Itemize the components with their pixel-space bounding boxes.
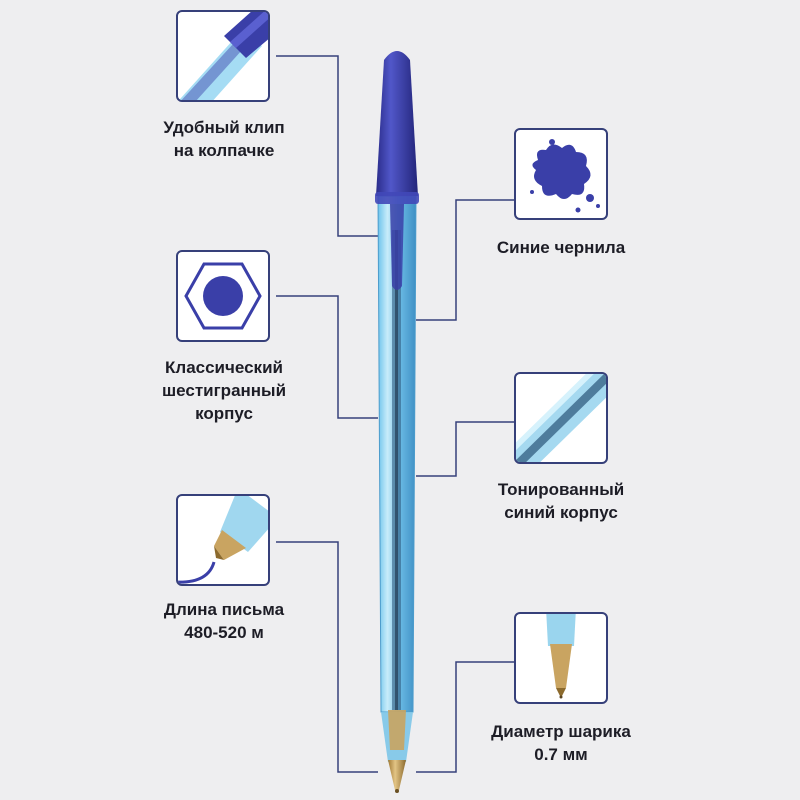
tinted-barrel-closeup-icon (516, 374, 606, 462)
pen-tip-closeup-icon (546, 614, 576, 699)
caption-length: Длина письма 480-520 м (163, 600, 285, 642)
pen-tip-writing-icon (178, 496, 268, 584)
caption-hex: Классический шестигранный корпус (161, 358, 287, 423)
feature-card-clip (176, 10, 270, 102)
caption-body: Тонированный синий корпус (497, 480, 625, 522)
pen-clip-closeup-icon (179, 12, 268, 100)
feature-card-ink (514, 128, 608, 220)
feature-card-ball (514, 612, 608, 704)
caption-ball: Диаметр шарика 0.7 мм (491, 722, 631, 764)
caption-ink: Синие чернила (496, 238, 626, 257)
feature-card-length (176, 494, 270, 586)
ink-blot-icon (530, 139, 600, 213)
feature-card-body (514, 372, 608, 464)
feature-card-hex (176, 250, 270, 342)
caption-clip: Удобный клип на колпачке (163, 118, 285, 160)
hexagon-cross-section-icon (184, 262, 262, 330)
